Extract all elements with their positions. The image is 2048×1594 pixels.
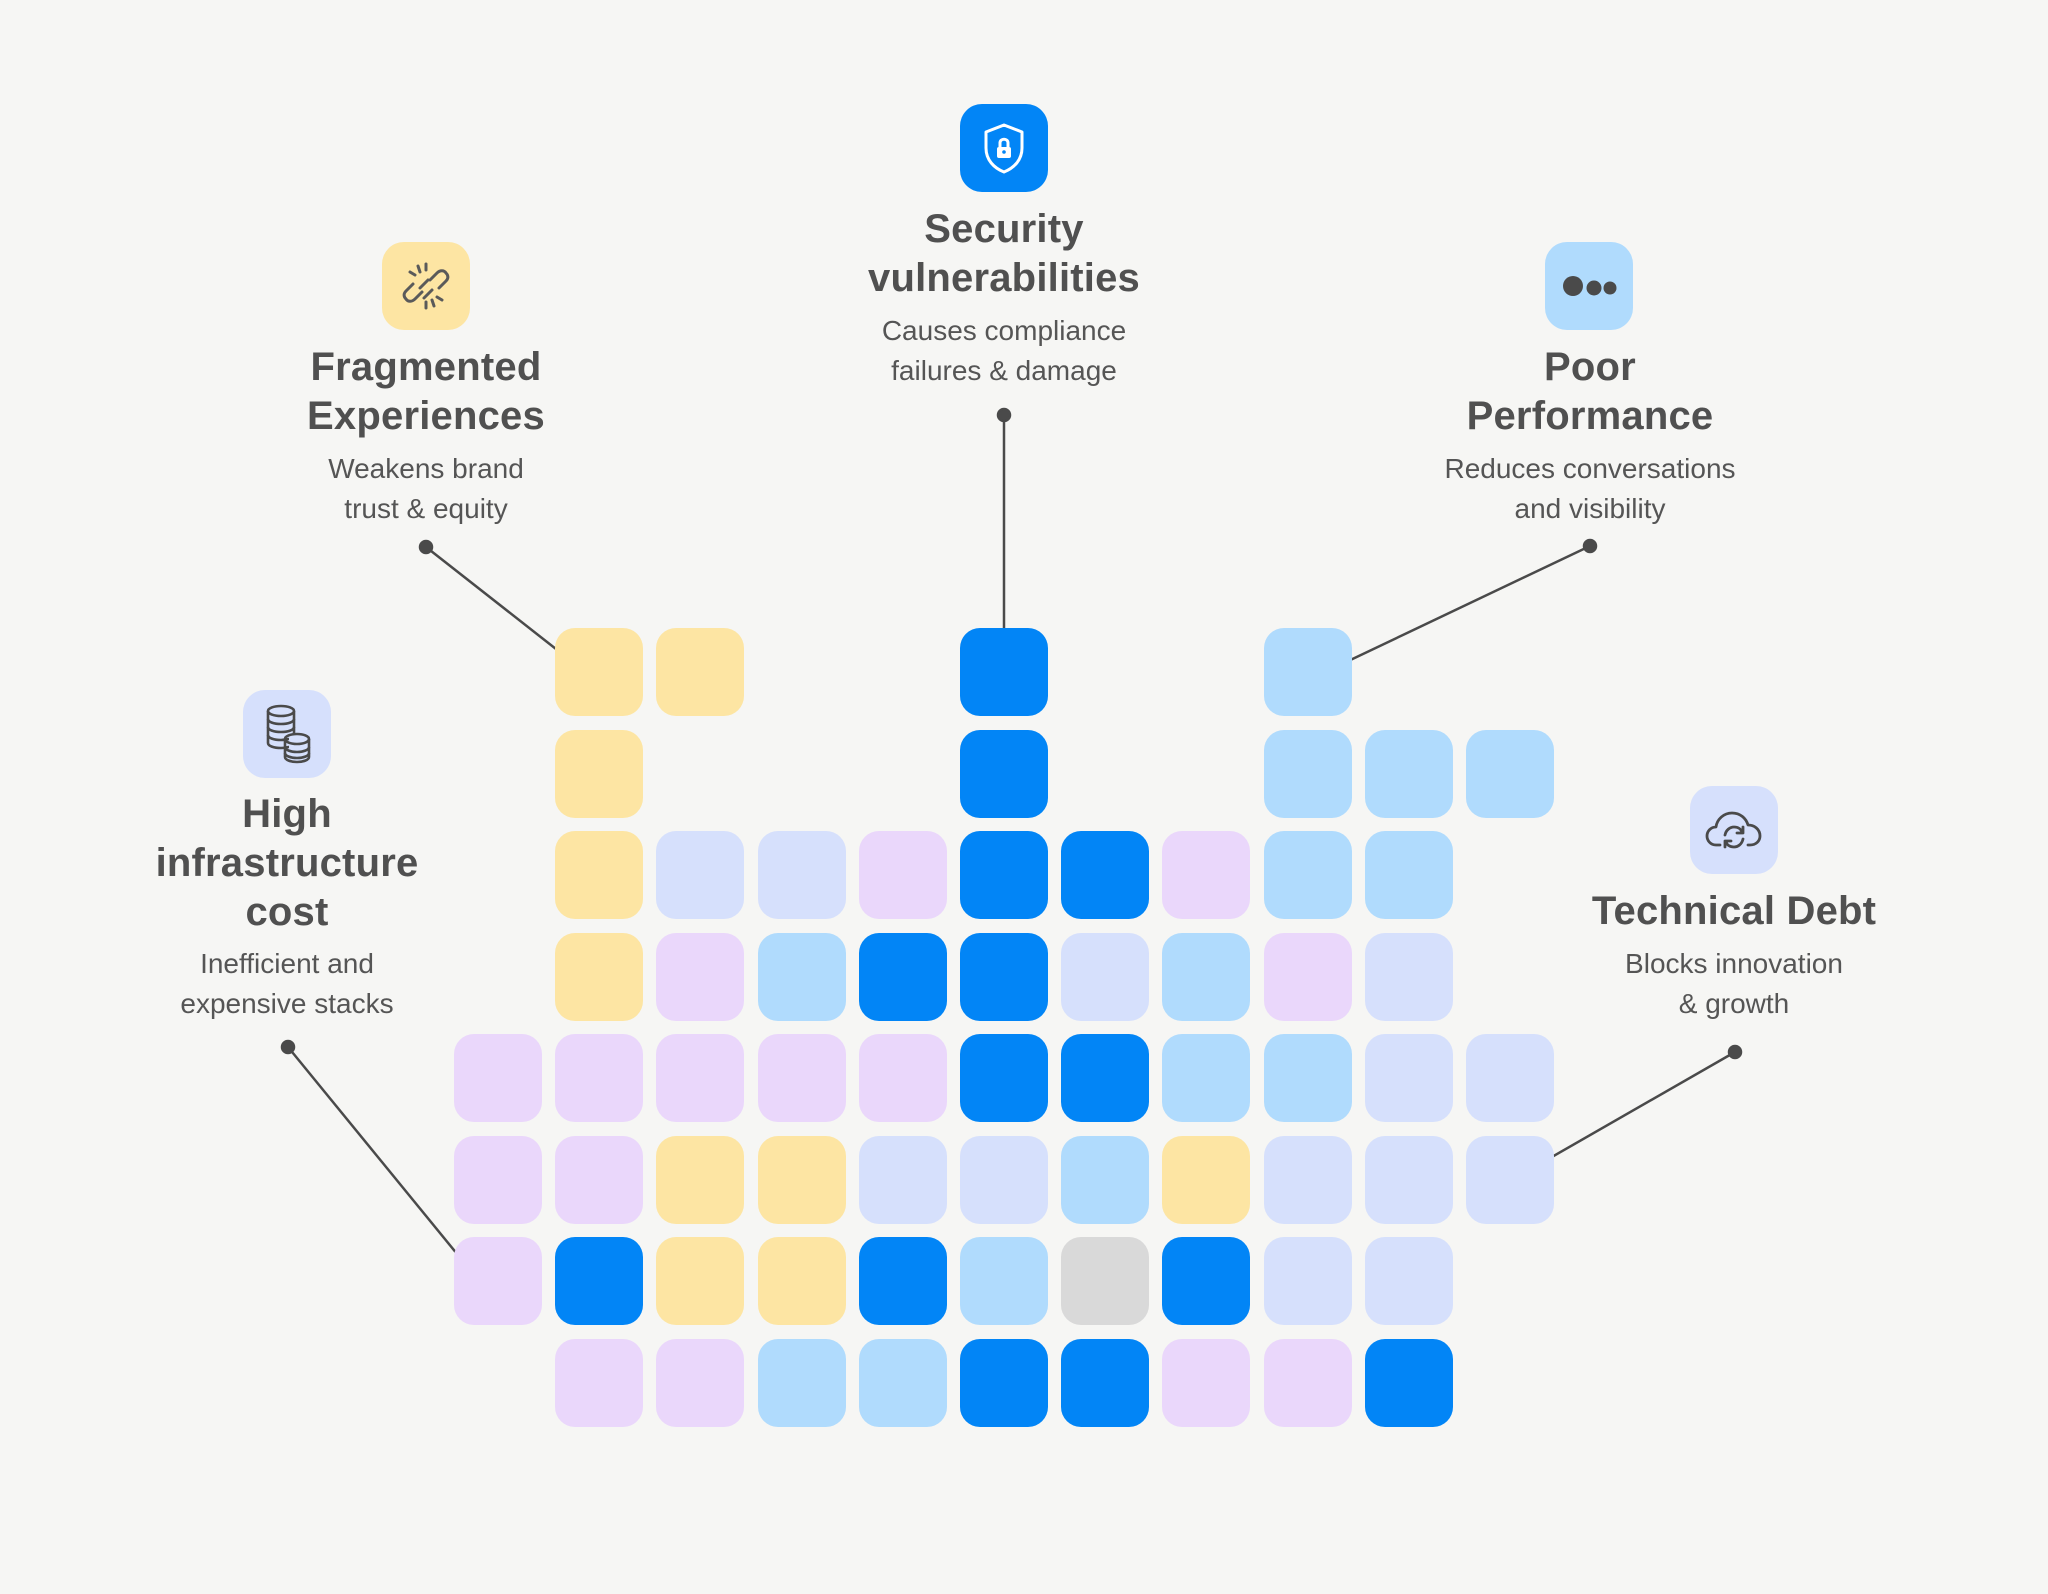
connector-fragmented (425, 546, 571, 661)
tile-periwinkle (1365, 933, 1453, 1021)
infrastructure-description: Inefficient and expensive stacks (180, 948, 394, 1019)
tile-yellow (555, 933, 643, 1021)
fragmented-icon-tile (382, 242, 470, 330)
tile-periwinkle (656, 831, 744, 919)
security-icon-tile (960, 104, 1048, 192)
tile-periwinkle (859, 1136, 947, 1224)
tile-periwinkle (1264, 1136, 1352, 1224)
tile-blue (960, 628, 1048, 716)
connector-debt-dot (1727, 1044, 1743, 1060)
tile-periwinkle (1061, 933, 1149, 1021)
debt-description: Blocks innovation & growth (1625, 948, 1843, 1019)
connector-security-dot (996, 407, 1012, 423)
connector-fragmented-dot (418, 539, 434, 555)
tile-lavender (555, 1034, 643, 1122)
tile-lavender (656, 1339, 744, 1427)
tile-lavender (1264, 933, 1352, 1021)
tile-light-blue (1264, 730, 1352, 818)
tile-blue (1061, 1034, 1149, 1122)
security-description: Causes compliance failures & damage (881, 315, 1127, 386)
connector-performance-dot (1582, 538, 1598, 554)
tile-light-blue (1162, 1034, 1250, 1122)
fragmented-description: Weakens brand trust & equity (328, 453, 524, 524)
tile-lavender (454, 1136, 542, 1224)
tile-blue (960, 831, 1048, 919)
tile-light-blue (1264, 1034, 1352, 1122)
cloud-sync-icon (1705, 811, 1762, 849)
tile-lavender (555, 1136, 643, 1224)
tile-yellow (656, 628, 744, 716)
tile-yellow (555, 730, 643, 818)
tile-lavender (656, 933, 744, 1021)
tile-light-blue (758, 933, 846, 1021)
debt-title: Technical Debt (1591, 889, 1877, 933)
tile-periwinkle (1365, 1034, 1453, 1122)
tile-periwinkle (1264, 1237, 1352, 1325)
tile-blue (960, 730, 1048, 818)
tile-periwinkle (1466, 1136, 1554, 1224)
infrastructure-title: High infrastructure cost (155, 792, 419, 934)
performance-title: Poor Performance (1466, 345, 1714, 438)
tile-blue (960, 933, 1048, 1021)
tile-lavender (454, 1237, 542, 1325)
tile-lavender (555, 1339, 643, 1427)
connector-infrastructure (287, 1046, 481, 1283)
tile-light-blue (1162, 933, 1250, 1021)
performance-icon-tile (1545, 242, 1633, 330)
tile-yellow (758, 1136, 846, 1224)
tile-blue (1162, 1237, 1250, 1325)
performance-description: Reduces conversations and visibility (1444, 453, 1736, 524)
tile-light-blue (1264, 628, 1352, 716)
tile-blue (859, 1237, 947, 1325)
security-title: Security vulnerabilities (868, 207, 1140, 300)
tile-periwinkle (960, 1136, 1048, 1224)
tile-light-blue (960, 1237, 1048, 1325)
tile-lavender (454, 1034, 542, 1122)
infrastructure-icon-tile (243, 690, 331, 778)
tile-blue (555, 1237, 643, 1325)
tile-blue (859, 933, 947, 1021)
tile-light-blue (1264, 831, 1352, 919)
tile-lavender (1264, 1339, 1352, 1427)
shield-lock-icon (984, 123, 1024, 174)
tile-yellow (758, 1237, 846, 1325)
tile-blue (960, 1339, 1048, 1427)
tile-lavender (758, 1034, 846, 1122)
connector-performance (1322, 544, 1591, 675)
tile-gray (1061, 1237, 1149, 1325)
tile-periwinkle (758, 831, 846, 919)
tile-yellow (555, 831, 643, 919)
tile-periwinkle (1365, 1136, 1453, 1224)
tile-lavender (656, 1034, 744, 1122)
tile-yellow (555, 628, 643, 716)
fragmented-title: Fragmented Experiences (307, 345, 545, 438)
debt-icon-tile (1690, 786, 1778, 874)
dots-icon (1563, 276, 1617, 296)
tile-blue (1061, 1339, 1149, 1427)
tile-blue (1365, 1339, 1453, 1427)
tile-lavender (859, 831, 947, 919)
tile-periwinkle (1365, 1237, 1453, 1325)
broken-link-icon (402, 262, 450, 310)
tile-light-blue (1466, 730, 1554, 818)
tile-blue (960, 1034, 1048, 1122)
tile-lavender (1162, 1339, 1250, 1427)
tile-yellow (656, 1237, 744, 1325)
tile-periwinkle (1466, 1034, 1554, 1122)
tile-light-blue (758, 1339, 846, 1427)
tile-light-blue (1365, 730, 1453, 818)
tile-lavender (1162, 831, 1250, 919)
tile-light-blue (859, 1339, 947, 1427)
tile-light-blue (1061, 1136, 1149, 1224)
tile-blue (1061, 831, 1149, 919)
tile-light-blue (1365, 831, 1453, 919)
tile-lavender (859, 1034, 947, 1122)
tile-yellow (656, 1136, 744, 1224)
connector-infrastructure-dot (280, 1039, 296, 1055)
tile-yellow (1162, 1136, 1250, 1224)
coins-stack-icon (266, 704, 311, 764)
